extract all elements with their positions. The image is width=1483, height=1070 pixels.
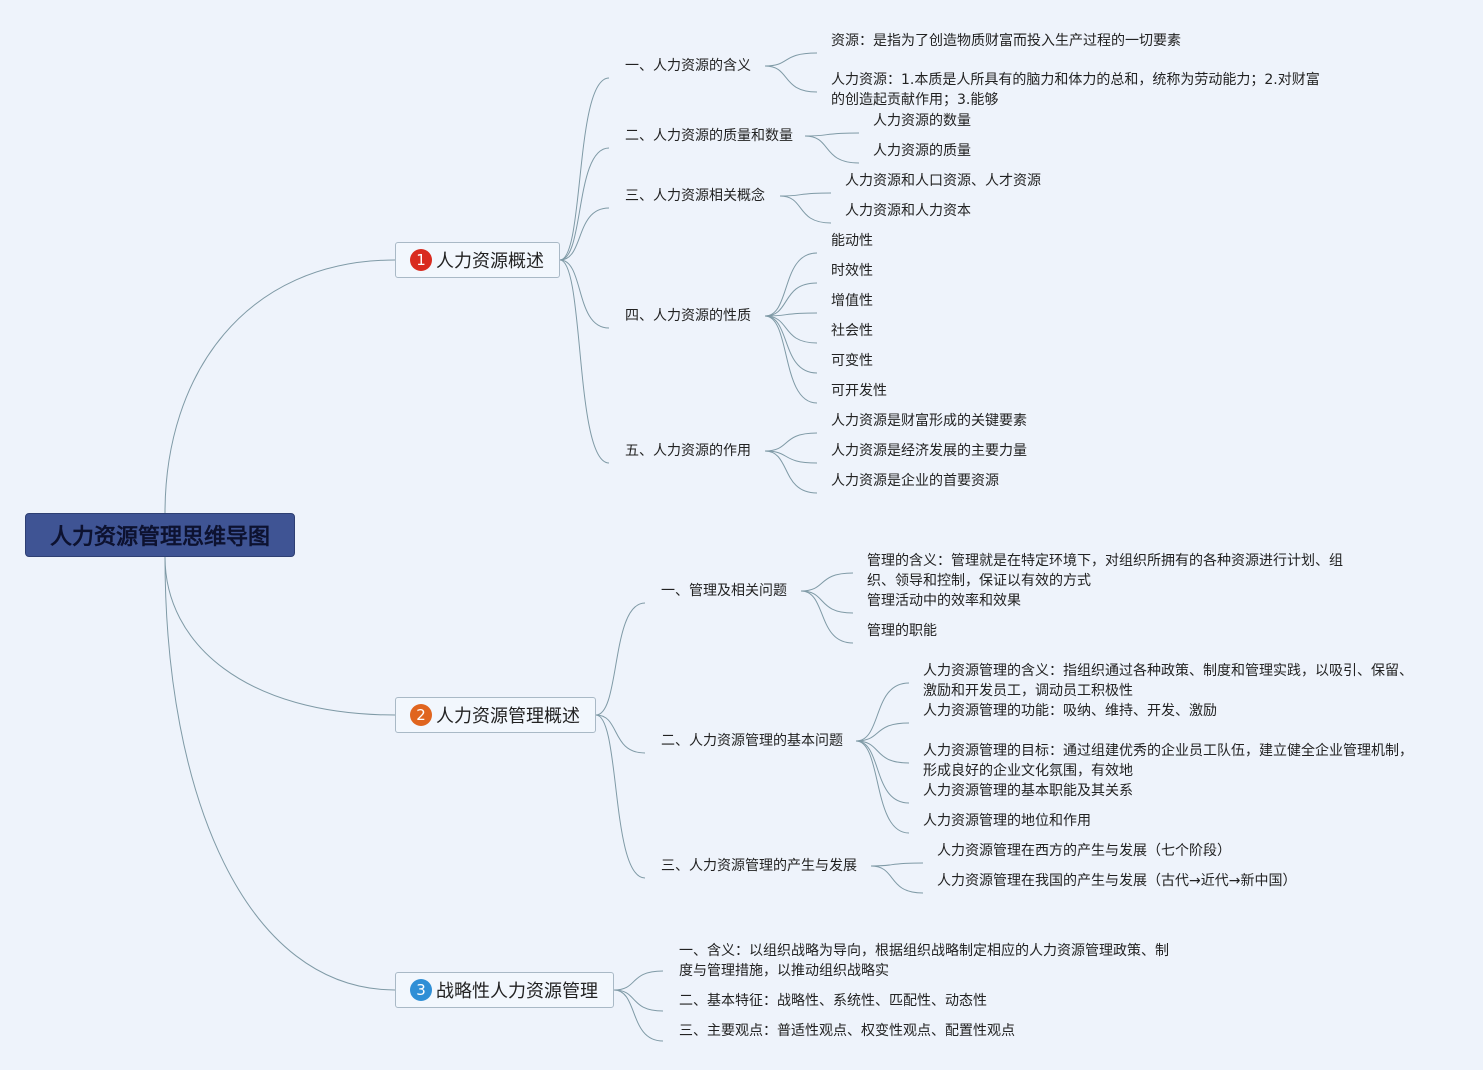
leaf-item[interactable]: 人力资源的质量 [873, 143, 971, 159]
leaf-item[interactable]: 人力资源管理在我国的产生与发展（古代→近代→新中国） [937, 873, 1297, 889]
connector [595, 714, 646, 754]
connector [559, 207, 610, 261]
connector [613, 989, 664, 1012]
connector [164, 556, 396, 991]
branch-label: 人力资源概述 [436, 251, 544, 272]
leaf-item[interactable]: 人力资源管理的基本职能及其关系 [923, 783, 1133, 799]
leaf-item[interactable]: 人力资源是财富形成的关键要素 [831, 413, 1027, 429]
connector [779, 195, 832, 224]
leaf-item[interactable]: 人力资源和人口资源、人才资源 [845, 173, 1041, 189]
connector [595, 602, 646, 716]
connector [870, 865, 924, 894]
subtopic[interactable]: 四、人力资源的性质 [625, 308, 751, 324]
connector [764, 312, 818, 317]
connector [764, 65, 818, 93]
subtopic[interactable]: 二、人力资源的质量和数量 [625, 128, 793, 144]
subtopic[interactable]: 五、人力资源的作用 [625, 443, 751, 459]
connector [595, 714, 646, 879]
leaf-item[interactable]: 人力资源管理的地位和作用 [923, 813, 1091, 829]
connector [613, 989, 664, 1042]
connector [800, 590, 854, 644]
subtopic[interactable]: 二、人力资源管理的基本问题 [661, 733, 843, 749]
leaf-item[interactable]: 增值性 [831, 293, 873, 309]
connector [800, 590, 854, 614]
connector [559, 147, 610, 261]
connector [870, 862, 924, 867]
connector [764, 432, 818, 452]
number-badge-icon: 1 [410, 249, 432, 271]
root-node[interactable]: 人力资源管理思维导图 [25, 513, 295, 557]
subtopic[interactable]: 一、管理及相关问题 [661, 583, 787, 599]
root-label: 人力资源管理思维导图 [49, 525, 270, 550]
connector [764, 282, 818, 317]
connector [855, 682, 910, 742]
connector [855, 740, 910, 764]
leaf-item[interactable]: 管理的含义：管理就是在特定环境下，对组织所拥有的各种资源进行计划、组织、领导和控… [867, 553, 1343, 589]
branch-label: 人力资源管理概述 [436, 706, 580, 727]
connector [764, 52, 818, 67]
connector [764, 315, 818, 374]
connector [764, 315, 818, 344]
leaf-item[interactable]: 时效性 [831, 263, 873, 279]
connector [855, 722, 910, 742]
leaf-item[interactable]: 社会性 [831, 323, 873, 339]
leaf-item[interactable]: 可开发性 [831, 383, 887, 399]
leaf-item[interactable]: 能动性 [831, 233, 873, 249]
connector [164, 556, 396, 716]
connector [855, 740, 910, 834]
connector [804, 132, 860, 137]
connector [804, 135, 860, 164]
connector [559, 259, 610, 464]
subtopic[interactable]: 三、人力资源管理的产生与发展 [661, 858, 857, 874]
connector [164, 259, 396, 514]
subtopic[interactable]: 一、含义：以组织战略为导向，根据组织战略制定相应的人力资源管理政策、制度与管理措… [679, 943, 1169, 979]
leaf-item[interactable]: 人力资源管理的功能：吸纳、维持、开发、激励 [923, 703, 1217, 719]
leaf-item[interactable]: 可变性 [831, 353, 873, 369]
connector [764, 450, 818, 494]
connector [764, 315, 818, 404]
connector [559, 259, 610, 329]
leaf-item[interactable]: 管理的职能 [867, 623, 937, 639]
number-badge-icon: 2 [410, 704, 432, 726]
leaf-item[interactable]: 人力资源和人力资本 [845, 203, 971, 219]
subtopic[interactable]: 二、基本特征：战略性、系统性、匹配性、动态性 [679, 993, 987, 1009]
connector [764, 450, 818, 464]
leaf-item[interactable]: 人力资源是经济发展的主要力量 [831, 443, 1027, 459]
subtopic[interactable]: 一、人力资源的含义 [625, 58, 751, 74]
subtopic[interactable]: 三、主要观点：普适性观点、权变性观点、配置性观点 [679, 1023, 1015, 1039]
leaf-item[interactable]: 人力资源管理的目标：通过组建优秀的企业员工队伍，建立健全企业管理机制，形成良好的… [923, 743, 1413, 779]
leaf-item[interactable]: 人力资源管理的含义：指组织通过各种政策、制度和管理实践，以吸引、保留、激励和开发… [923, 663, 1413, 699]
branch-label: 战略性人力资源管理 [436, 981, 598, 1002]
connector [764, 252, 818, 317]
leaf-item[interactable]: 人力资源的数量 [873, 113, 971, 129]
connector [855, 740, 910, 804]
subtopic[interactable]: 三、人力资源相关概念 [625, 188, 765, 204]
leaf-item[interactable]: 人力资源是企业的首要资源 [831, 473, 999, 489]
leaf-item[interactable]: 管理活动中的效率和效果 [867, 593, 1021, 609]
leaf-item[interactable]: 人力资源管理在西方的产生与发展（七个阶段） [937, 843, 1231, 859]
leaf-item[interactable]: 资源：是指为了创造物质财富而投入生产过程的一切要素 [831, 33, 1181, 49]
connector [559, 77, 610, 261]
connector [613, 970, 664, 991]
number-badge-icon: 3 [410, 979, 432, 1001]
connector [779, 192, 832, 197]
connector [800, 572, 854, 592]
leaf-item[interactable]: 人力资源：1.本质是人所具有的脑力和体力的总和，统称为劳动能力；2.对财富的创造… [831, 72, 1320, 108]
